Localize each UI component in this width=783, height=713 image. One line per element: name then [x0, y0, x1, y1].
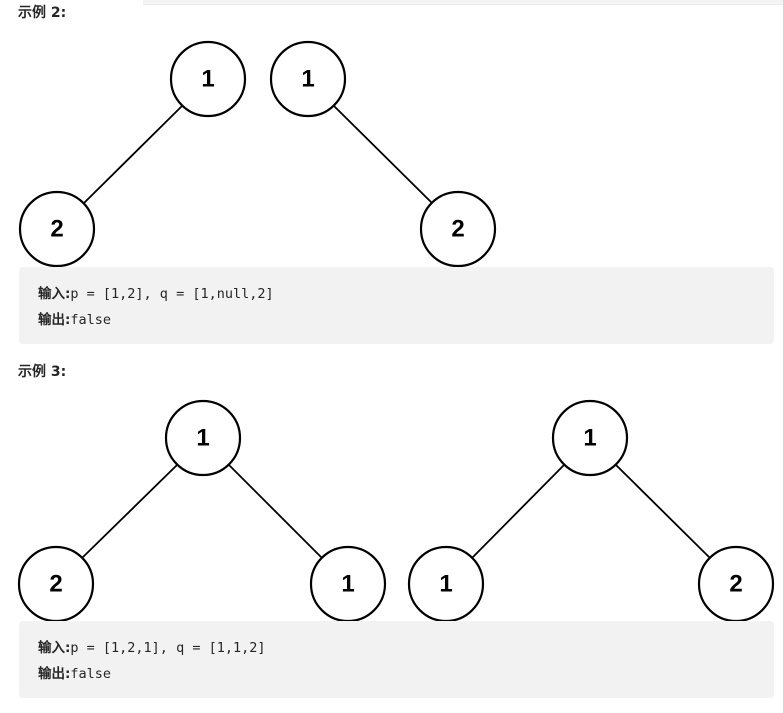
example-2-tree-diagram: 1 2 1 2	[18, 40, 497, 268]
tree-q-right-node	[419, 190, 497, 268]
example-3-code-block: 输入:p = [1,2,1], q = [1,1,2] 输出:false	[19, 621, 774, 698]
output-label: 输出:	[38, 312, 71, 328]
example-3-tree-diagram: 1 2 1 1 1 2	[17, 399, 775, 623]
input-value: p = [1,2,1], q = [1,1,2]	[70, 640, 266, 656]
tree-q-root-label: 1	[583, 425, 596, 452]
tree-p-right-label: 1	[341, 571, 354, 598]
output-value: false	[70, 312, 112, 328]
example-2-code-block: 输入:p = [1,2], q = [1,null,2] 输出:false	[19, 267, 774, 344]
top-divider-strip	[143, 0, 783, 5]
tree-p-left-label: 2	[50, 216, 63, 243]
tree-p-root-label: 1	[196, 425, 209, 452]
tree-q-right-label: 2	[729, 571, 742, 598]
tree-p-edge-1-2	[81, 464, 178, 559]
tree-q-edge-1-2	[615, 464, 711, 559]
tree-p-edge-1-2	[83, 105, 183, 204]
example-2-input-line: 输入:p = [1,2], q = [1,null,2]	[38, 281, 774, 307]
tree-p-left-node	[18, 190, 96, 268]
output-value: false	[70, 666, 112, 682]
input-label: 输入:	[38, 286, 71, 302]
tree-q-edge-1-2	[333, 105, 433, 204]
example-3-input-line: 输入:p = [1,2,1], q = [1,1,2]	[38, 635, 774, 661]
example-3-heading: 示例 3:	[18, 364, 67, 380]
example-2-output-line: 输出:false	[38, 307, 774, 333]
tree-q-root-node	[551, 399, 629, 477]
input-value: p = [1,2], q = [1,null,2]	[70, 286, 274, 302]
tree-p-root-label: 1	[201, 66, 214, 93]
tree-q-root-label: 1	[301, 66, 314, 93]
tree-q-left-label: 1	[439, 571, 452, 598]
output-label: 输出:	[38, 666, 71, 682]
tree-q-root-node	[269, 40, 347, 118]
input-label: 输入:	[38, 640, 71, 656]
tree-p-left-label: 2	[49, 571, 62, 598]
example-3-output-line: 输出:false	[38, 661, 774, 687]
tree-p-root-node	[169, 40, 247, 118]
tree-q-edge-1-1	[471, 464, 565, 559]
example-2-heading: 示例 2:	[18, 5, 67, 21]
tree-q-right-label: 2	[451, 216, 464, 243]
tree-p-root-node	[164, 399, 242, 477]
tree-p-edge-1-1	[228, 464, 323, 559]
